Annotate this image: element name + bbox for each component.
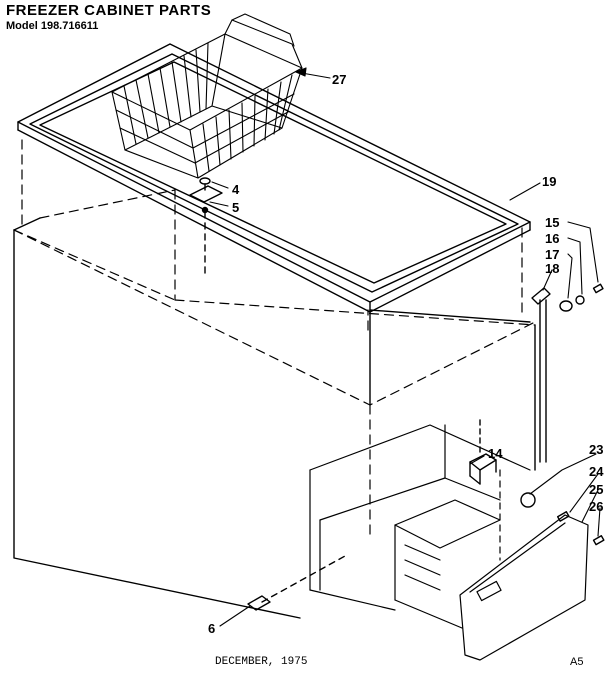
callout-23: 23 (589, 442, 603, 457)
cabinet-body (13, 217, 536, 619)
callout-17: 17 (545, 247, 559, 262)
hardware-parts (247, 283, 605, 611)
cabinet-hidden-lines (13, 139, 536, 541)
callout-19: 19 (542, 174, 556, 189)
callout-labels: 27 4 5 19 15 16 17 18 14 23 24 25 26 6 (208, 72, 604, 636)
callout-5: 5 (232, 200, 239, 215)
callout-24: 24 (589, 464, 604, 479)
drawer-housing (309, 424, 531, 611)
lid-frame (17, 43, 531, 313)
callout-18: 18 (545, 261, 559, 276)
callout-4: 4 (232, 182, 240, 197)
leader-lines (209, 67, 601, 627)
model-number: Model 198.716611 (6, 20, 99, 32)
callout-14: 14 (488, 446, 503, 461)
callout-25: 25 (589, 482, 603, 497)
callout-16: 16 (545, 231, 559, 246)
callout-26: 26 (589, 499, 603, 514)
callout-15: 15 (545, 215, 559, 230)
callout-6: 6 (208, 621, 215, 636)
callout-27: 27 (332, 72, 346, 87)
page-code: A5 (570, 656, 584, 668)
wire-basket (111, 13, 303, 179)
parts-4-5 (189, 177, 223, 276)
drawer (394, 499, 589, 661)
diagram-title: FREEZER CABINET PARTS (6, 2, 212, 19)
publication-date: DECEMBER, 1975 (215, 656, 308, 668)
